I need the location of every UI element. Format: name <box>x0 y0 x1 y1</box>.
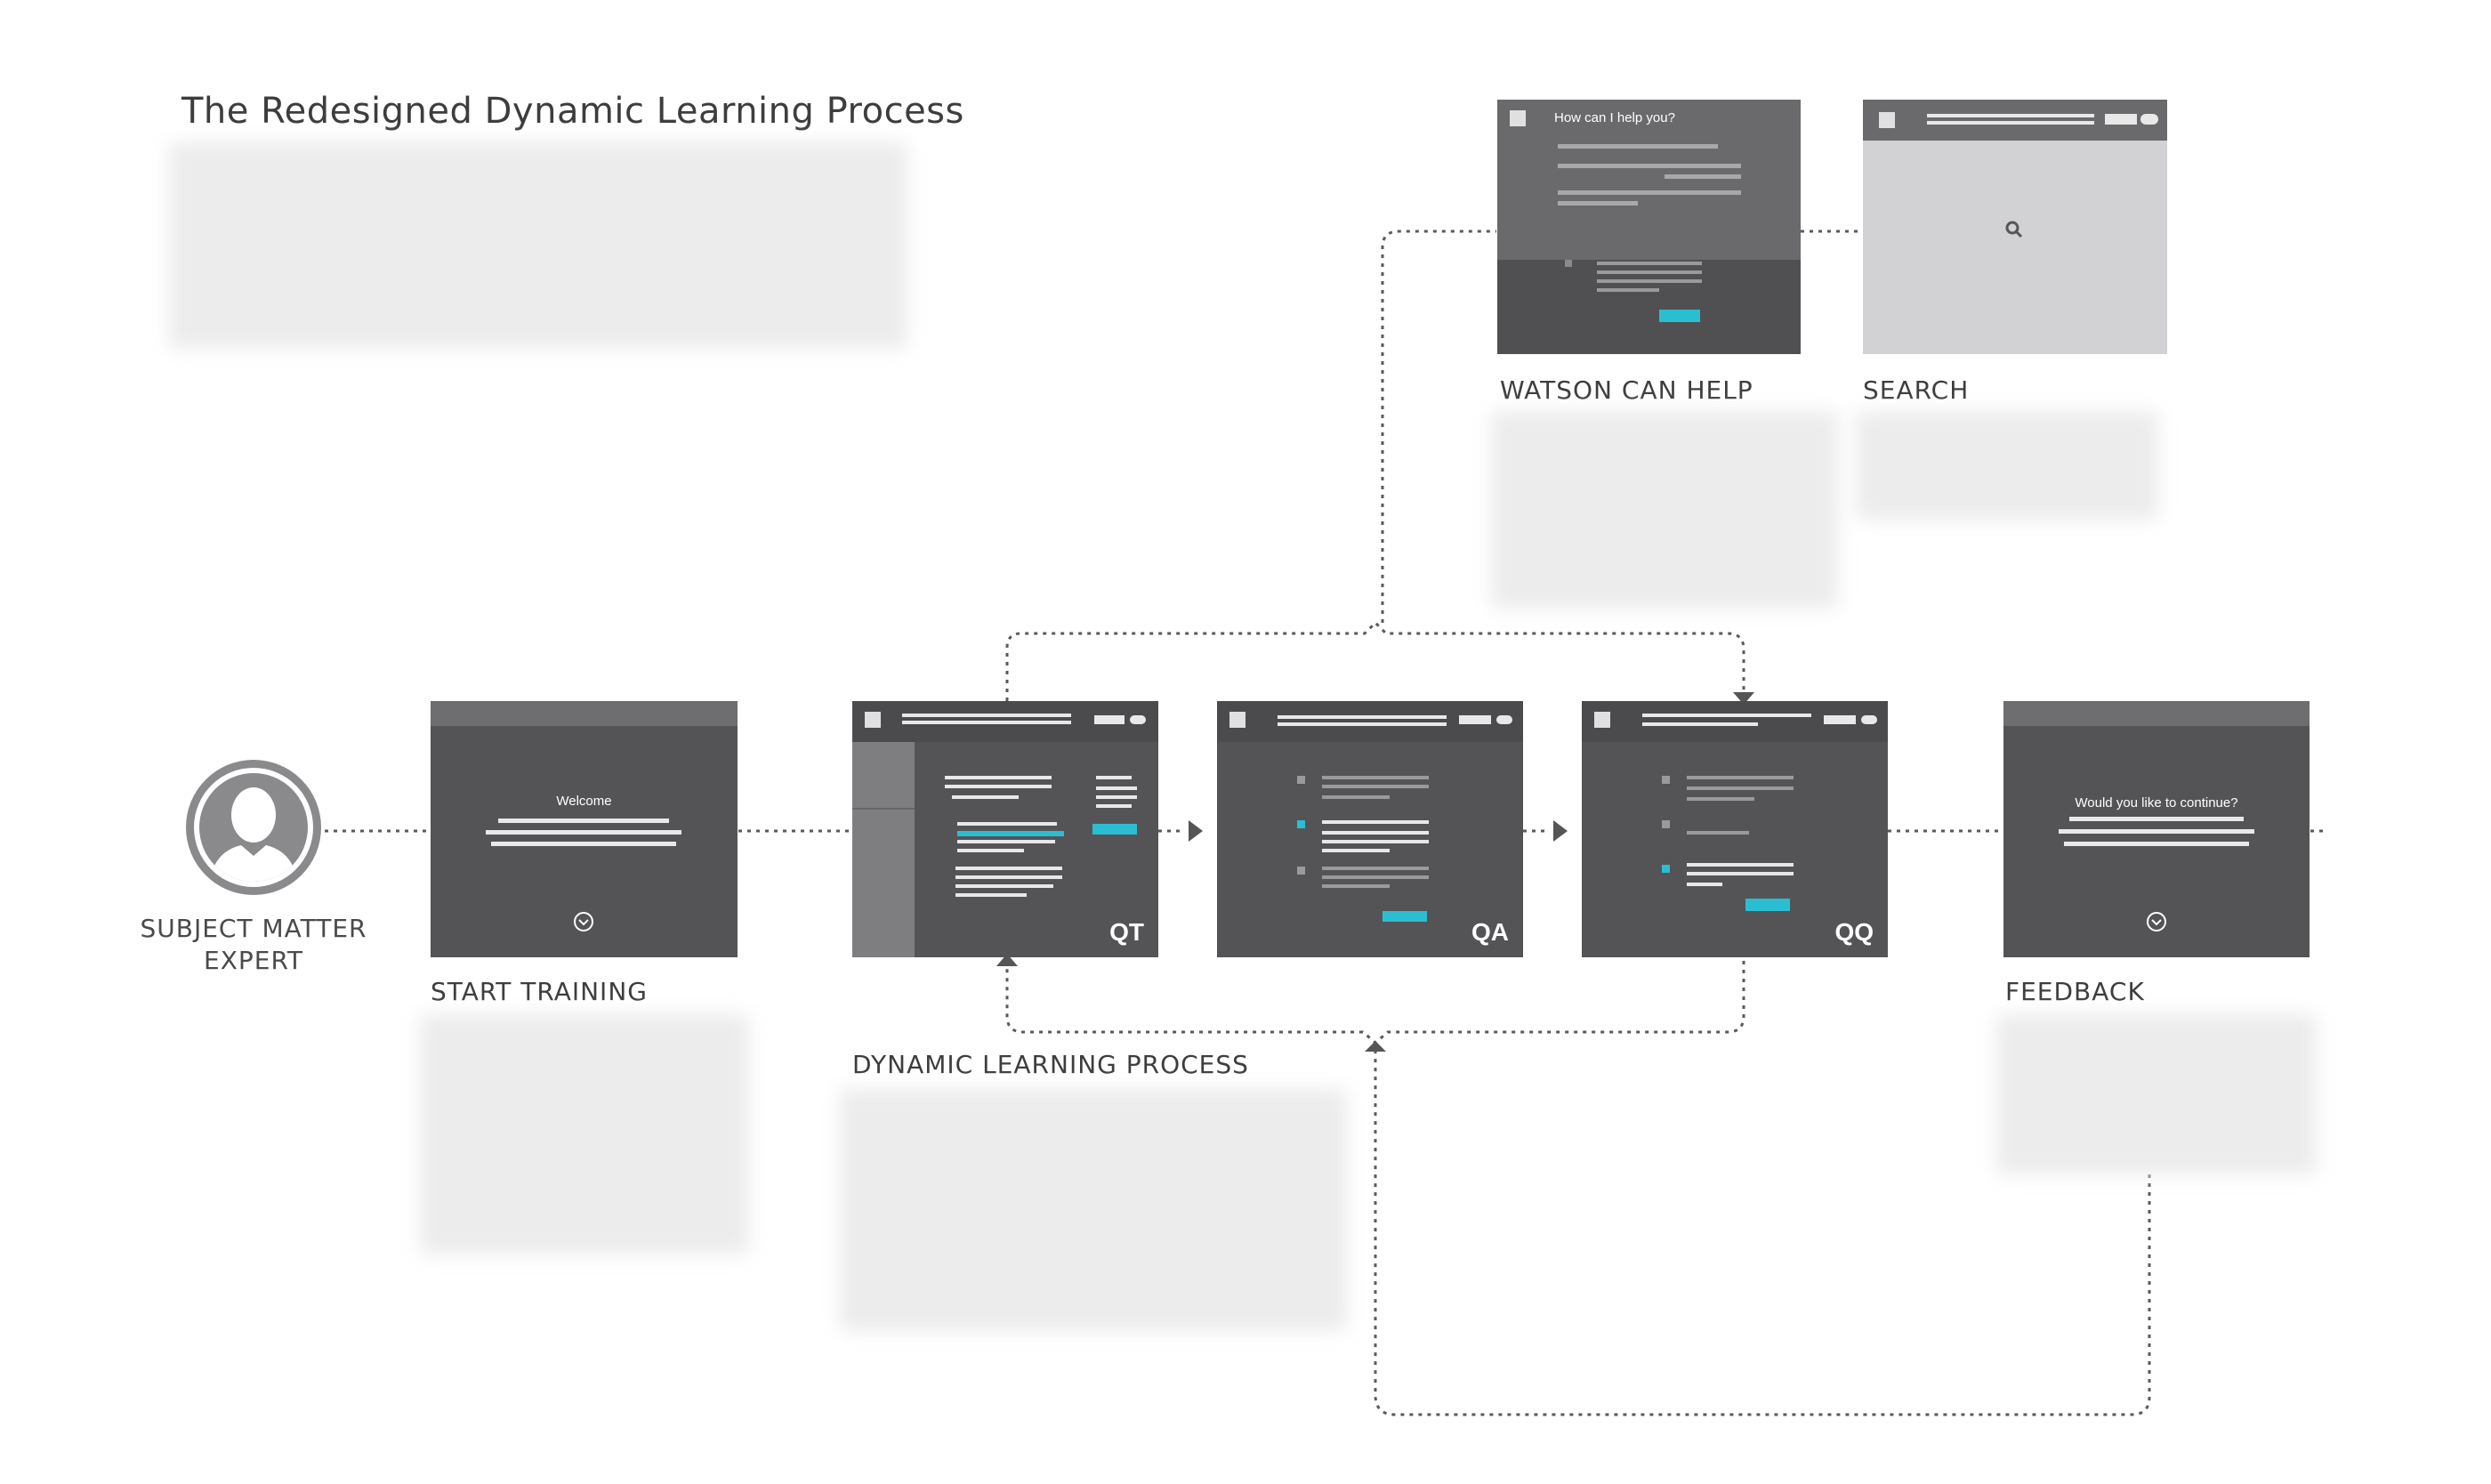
welcome-text: Welcome <box>556 794 612 809</box>
connector-lower-loop <box>1005 961 1745 1044</box>
start-training-screen[interactable]: Welcome <box>431 701 738 957</box>
feedback-label: FEEDBACK <box>2005 977 2145 1006</box>
connector-upper-loop <box>1005 620 1745 701</box>
qq-tag: QQ <box>1834 918 1874 946</box>
feedback-desc-blurred <box>1996 1014 2317 1174</box>
chevron-down-icon[interactable] <box>2146 911 2167 932</box>
actor-label-line2: EXPERT <box>204 946 303 975</box>
search-desc-blurred <box>1856 411 2158 520</box>
watson-prompt-text: How can I help you? <box>1554 110 1675 125</box>
arrow-qt-qa <box>1189 820 1203 842</box>
arrow-into-qt <box>996 954 1018 966</box>
search-screen[interactable] <box>1863 100 2167 354</box>
dynamic-learning-process-label: DYNAMIC LEARNING PROCESS <box>852 1050 1249 1079</box>
dynamic-learning-desc-blurred <box>840 1089 1347 1331</box>
qa-screen[interactable]: QA <box>1217 701 1523 957</box>
qa-tag: QA <box>1471 918 1509 946</box>
actor-label: SUBJECT MATTER EXPERT <box>116 913 391 977</box>
qt-screen[interactable]: QT <box>852 701 1158 957</box>
arrow-lower-junction <box>1365 1041 1386 1052</box>
qq-screen[interactable]: QQ <box>1582 701 1888 957</box>
actor-label-line1: SUBJECT MATTER <box>140 914 367 943</box>
page-title: The Redesigned Dynamic Learning Process <box>181 91 964 132</box>
screen-header <box>431 701 738 726</box>
feedback-screen[interactable]: Would you like to continue? <box>2003 701 2310 957</box>
intro-text-blurred <box>169 142 907 349</box>
start-training-desc-blurred <box>420 1014 749 1254</box>
arrow-into-qq <box>1733 692 1754 705</box>
arrow-qa-qq <box>1553 820 1568 842</box>
continue-question-text: Would you like to continue? <box>2075 795 2238 811</box>
chevron-down-icon[interactable] <box>573 911 594 932</box>
search-label: SEARCH <box>1863 375 1970 405</box>
watson-desc-blurred <box>1491 411 1838 609</box>
watson-screen[interactable]: How can I help you? <box>1497 100 1801 354</box>
user-avatar-icon <box>182 756 325 899</box>
qt-sidebar <box>852 742 915 957</box>
qt-tag: QT <box>1109 918 1144 946</box>
magnifier-icon[interactable] <box>2003 219 2025 240</box>
start-training-label: START TRAINING <box>431 977 648 1006</box>
watson-label: WATSON CAN HELP <box>1500 375 1753 405</box>
connector-watson-branch <box>1381 230 1496 623</box>
